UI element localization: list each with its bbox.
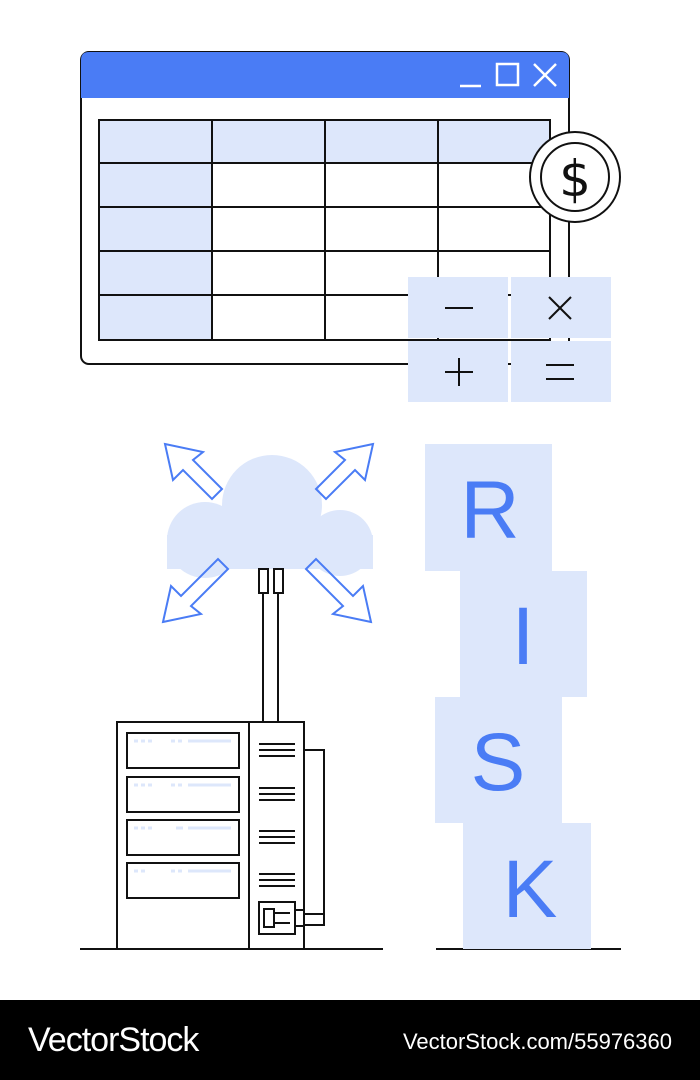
risk-letter: I bbox=[512, 591, 535, 682]
window-titlebar bbox=[81, 52, 569, 98]
ethernet-port-icon bbox=[258, 749, 325, 935]
watermark-footer: VectorStock VectorStock.com/55976360 bbox=[0, 1000, 700, 1080]
drive-bay bbox=[126, 732, 240, 769]
risk-blocks: R I S K bbox=[425, 444, 621, 950]
risk-letter: R bbox=[460, 465, 519, 556]
image-id: VectorStock.com/55976360 bbox=[402, 1029, 672, 1054]
risk-block: K bbox=[463, 823, 591, 949]
dollar-coin-icon: $ bbox=[529, 131, 621, 223]
close-icon[interactable] bbox=[533, 63, 557, 87]
server-rack bbox=[80, 721, 383, 950]
risk-letter: K bbox=[503, 844, 558, 935]
spreadsheet-grid bbox=[98, 119, 551, 341]
illustration: $ bbox=[80, 51, 621, 950]
vent-lines bbox=[259, 743, 295, 887]
arrow-up-left-icon bbox=[163, 442, 224, 501]
network-cable bbox=[258, 568, 284, 722]
drive-bay bbox=[126, 819, 240, 856]
arrow-icons bbox=[161, 442, 375, 624]
risk-block: I bbox=[460, 571, 587, 697]
risk-letter: S bbox=[471, 717, 526, 808]
calculator-keypad bbox=[408, 277, 611, 402]
plus-icon bbox=[445, 358, 473, 386]
arrow-up-right-icon bbox=[314, 442, 375, 501]
drive-bay bbox=[126, 862, 240, 899]
arrow-down-right-icon bbox=[304, 557, 373, 624]
equals-icon bbox=[546, 364, 574, 380]
drive-bay bbox=[126, 776, 240, 813]
risk-block: S bbox=[435, 697, 562, 823]
key-equals bbox=[511, 341, 611, 402]
brand-logo: VectorStock bbox=[28, 1021, 199, 1059]
times-icon bbox=[548, 296, 572, 320]
risk-block: R bbox=[425, 444, 552, 571]
spreadsheet-window bbox=[80, 51, 570, 365]
dollar-symbol: $ bbox=[559, 150, 591, 208]
arrow-down-left-icon bbox=[161, 557, 230, 624]
maximize-icon[interactable] bbox=[495, 62, 520, 87]
cloud-icon bbox=[167, 455, 373, 578]
